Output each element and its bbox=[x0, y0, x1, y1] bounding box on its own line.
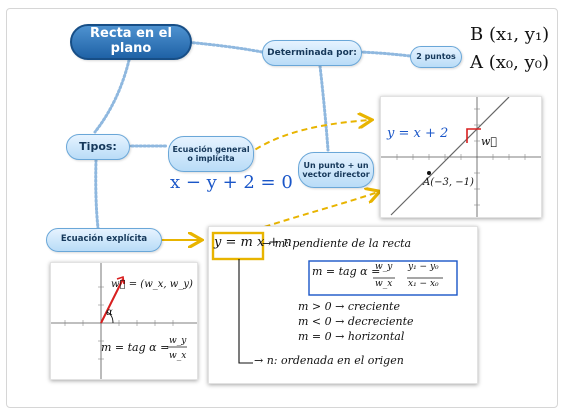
connector-determinada-puntovector bbox=[318, 64, 330, 152]
graph-bottom-frac-num: w_y bbox=[169, 336, 187, 346]
general-equation: x − y + 2 = 0 bbox=[170, 172, 293, 193]
graph-bottom-formula-left: m = tag α = bbox=[101, 341, 169, 354]
explicit-eq-box bbox=[211, 231, 265, 261]
n-definition: → n: ordenada en el origen bbox=[254, 354, 404, 367]
node-punto-vector[interactable]: Un punto + un vector director bbox=[298, 152, 374, 188]
point-b-label: B (x₁, y₁) bbox=[470, 24, 550, 45]
m-formula-frac2-den: x₁ − x₀ bbox=[408, 279, 439, 289]
graph-card-top: y = x + 2 w⃗ A(−3, −1) bbox=[380, 96, 542, 218]
axis-ticks bbox=[64, 286, 174, 360]
node-tipos[interactable]: Tipos: bbox=[66, 134, 130, 160]
graph-top-point-label: A(−3, −1) bbox=[422, 177, 474, 188]
explicit-equation: y = m x + n bbox=[214, 235, 292, 250]
connector-tipos-explicita bbox=[94, 158, 100, 230]
slope-formula-box bbox=[308, 260, 458, 296]
angle-arc bbox=[106, 311, 114, 324]
graph-bottom-frac-den: w_x bbox=[169, 351, 186, 361]
bracket-line bbox=[238, 259, 253, 364]
vector-w-arrow bbox=[466, 128, 481, 143]
point-a-label: A (x₀, y₀) bbox=[470, 52, 549, 73]
point-a-marker bbox=[427, 171, 431, 175]
m-formula-frac1-num: w_y bbox=[375, 262, 393, 272]
case-negative: m < 0 → decreciente bbox=[298, 315, 414, 328]
connector-determinada-2puntos bbox=[358, 50, 412, 58]
arrow-puntovector-to-graph bbox=[254, 192, 378, 231]
axis-ticks bbox=[396, 108, 526, 206]
node-2-puntos[interactable]: 2 puntos bbox=[410, 46, 462, 68]
case-positive: m > 0 → creciente bbox=[298, 300, 400, 313]
explicit-equation-card bbox=[208, 226, 478, 384]
m-formula-left: m = tag α = bbox=[312, 265, 381, 278]
node-determinada-por[interactable]: Determinada por: bbox=[262, 40, 362, 66]
m-formula-frac2-num: y₁ − y₀ bbox=[408, 262, 439, 272]
node-ecuacion-general[interactable]: Ecuación general o implícita bbox=[168, 136, 254, 172]
connector-main-determinada bbox=[183, 40, 264, 54]
case-zero: m = 0 → horizontal bbox=[298, 330, 405, 343]
graph-top-equation: y = x + 2 bbox=[386, 126, 448, 141]
graph-card-bottom: α w⃗ = (w_x, w_y) m = tag α = w_y w_x bbox=[50, 262, 198, 380]
angle-label: α bbox=[106, 307, 113, 318]
connector-main-tipos bbox=[93, 54, 132, 134]
m-formula-frac1-den: w_x bbox=[375, 279, 393, 289]
node-ecuacion-explicita[interactable]: Ecuación explícita bbox=[46, 228, 162, 252]
explicit-card-svg bbox=[211, 231, 458, 364]
graph-bottom-vector-label: w⃗ = (w_x, w_y) bbox=[111, 279, 193, 290]
line-y-eq-x-plus-2 bbox=[390, 96, 510, 216]
graph-top-vector-label: w⃗ bbox=[481, 135, 497, 148]
graph-top-svg: y = x + 2 w⃗ A(−3, −1) bbox=[381, 96, 541, 217]
node-recta-en-el-plano[interactable]: Recta en el plano bbox=[70, 24, 192, 60]
graph-bottom-svg: α w⃗ = (w_x, w_y) m = tag α = w_y w_x bbox=[51, 263, 197, 379]
vector-w-arrow bbox=[100, 278, 124, 324]
m-definition: → m: pendiente de la recta bbox=[262, 237, 412, 250]
